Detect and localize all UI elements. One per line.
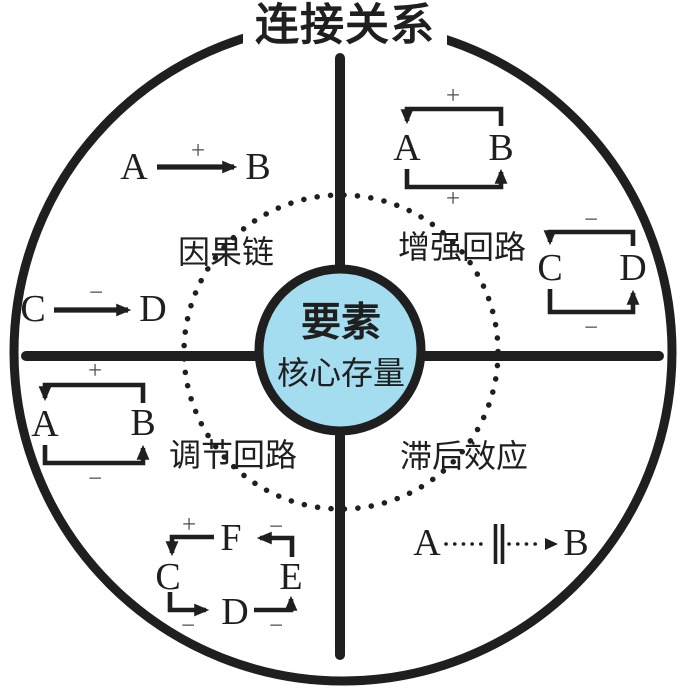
core-stock-circle — [254, 264, 426, 436]
node-b: B — [488, 127, 513, 169]
node-a: A — [393, 127, 421, 169]
label-balancing-loop: 调节回路 — [169, 437, 297, 473]
node-a: A — [413, 522, 441, 564]
sign-d-to-e: − — [269, 613, 283, 640]
loop-arrow-e-to-f — [256, 531, 295, 557]
sign-bottom: + — [446, 186, 460, 213]
sign-bottom: − — [88, 466, 102, 493]
node-f: F — [220, 517, 241, 559]
loop-arrow-b-to-a — [38, 382, 146, 403]
label-reinforcing-loop: 增强回路 — [398, 229, 526, 265]
node-b: B — [563, 522, 588, 564]
loop-arrow-c-to-d — [167, 592, 210, 617]
node-d: D — [619, 247, 646, 289]
dotted-ring — [181, 192, 501, 512]
mini-four-node-loop: + F − C E D − − — [155, 512, 302, 640]
core-stock-subtitle: 核心存量 — [277, 355, 405, 391]
node-c: C — [155, 556, 180, 598]
mini-balancing-loop-ab: + A B − — [31, 358, 155, 493]
sign-bottom: − — [584, 315, 598, 342]
node-c: C — [20, 288, 45, 330]
mini-reinforcing-loop-ab: + A B + — [393, 83, 513, 213]
page-title: 连接关系 — [255, 1, 435, 50]
node-d: D — [221, 591, 248, 633]
loop-arrow-c-to-d — [547, 289, 640, 315]
delay-arrowhead — [545, 538, 558, 550]
loop-arrow-d-to-c — [543, 229, 636, 246]
sign-top: + — [88, 358, 102, 385]
node-c: C — [537, 247, 562, 289]
title-gap-mask — [243, 0, 447, 50]
sign-top: + — [446, 83, 460, 110]
node-e: E — [279, 556, 302, 598]
sign-c-to-d: − — [181, 613, 195, 640]
mini-delay-link: A B — [413, 522, 589, 564]
node-a: A — [120, 146, 148, 188]
mini-reinforcing-loop-cd: − C D − — [537, 207, 646, 342]
node-d: D — [139, 288, 166, 330]
loop-arrow-a-to-b — [404, 168, 508, 190]
mini-negative-link: C − D — [20, 280, 166, 331]
sign-f-to-c: + — [182, 512, 196, 539]
sign-positive: + — [191, 138, 205, 165]
node-b: B — [245, 146, 270, 188]
node-a: A — [31, 403, 59, 445]
label-causal-chain: 因果链 — [178, 234, 274, 270]
node-b: B — [130, 402, 155, 444]
label-delay-effect: 滞后效应 — [400, 438, 528, 474]
loop-arrow-f-to-c — [165, 534, 214, 557]
loop-arrow-d-to-e — [254, 595, 298, 613]
sign-e-to-f: − — [269, 514, 283, 541]
sign-negative: − — [89, 280, 103, 307]
loop-arrow-b-to-a — [400, 106, 504, 126]
sign-top: − — [584, 207, 598, 234]
mini-positive-link: A + B — [120, 138, 270, 189]
core-stock-title: 要素 — [301, 300, 381, 345]
loop-arrow-a-to-b — [42, 444, 150, 466]
